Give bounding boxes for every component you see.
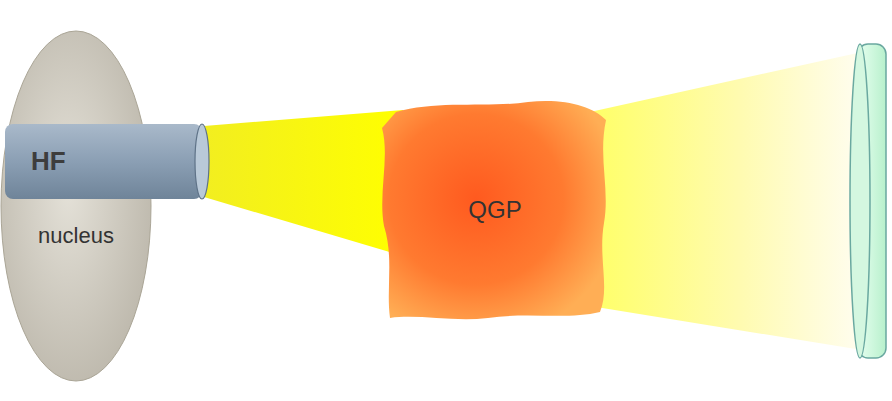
node-label: QGP [468, 196, 521, 224]
outgoing-beam [590, 52, 862, 350]
nucleus-ellipse: nucleus HF [0, 30, 152, 382]
beam-shape [204, 110, 403, 256]
detector-cylinder [850, 44, 886, 358]
hf-cylinder: HF [5, 123, 210, 200]
nucleus-ellipse-outline [0, 30, 152, 382]
qgp-blob: QGP [378, 98, 612, 322]
node-label: HF [31, 146, 66, 177]
node-label: nucleus [38, 223, 114, 249]
particle-beam [204, 110, 403, 256]
